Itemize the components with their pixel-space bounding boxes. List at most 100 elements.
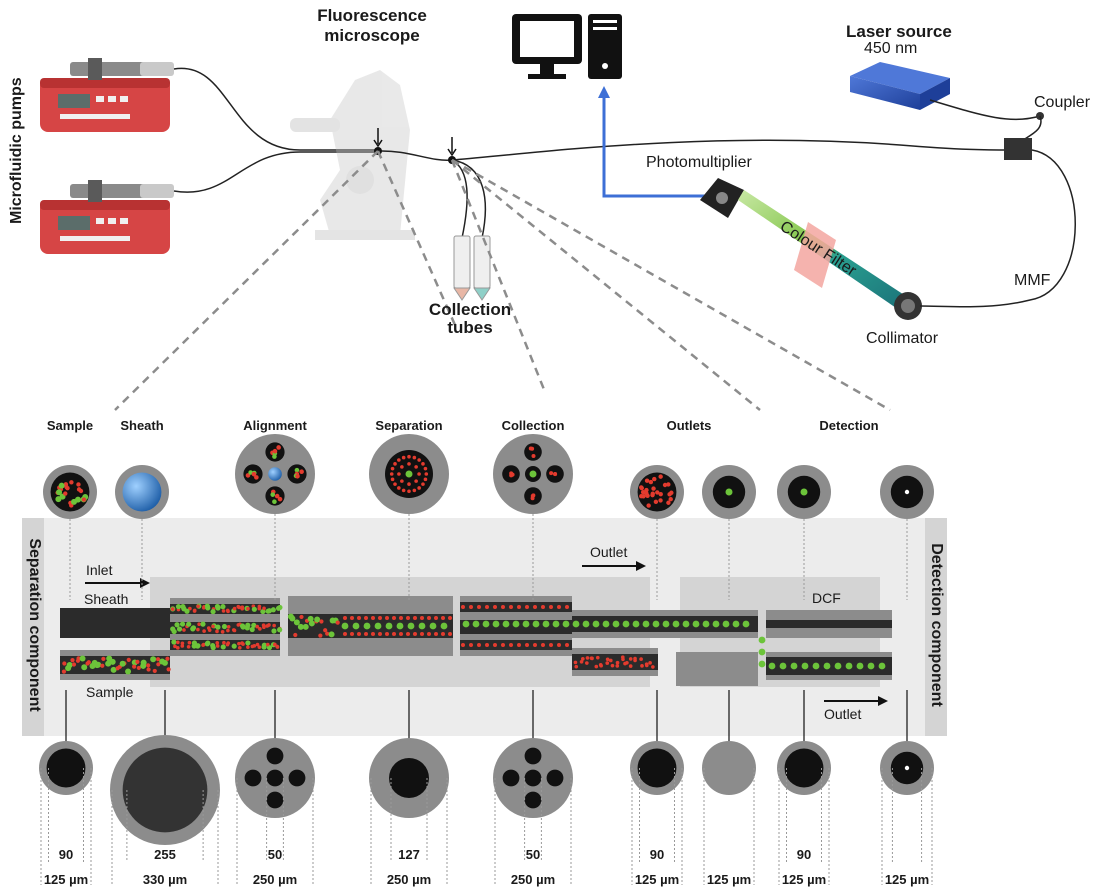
red-particle <box>350 616 354 620</box>
particle <box>226 624 231 629</box>
green-particle <box>834 662 842 670</box>
green-particle <box>542 620 550 628</box>
particle <box>237 641 241 646</box>
green-particle <box>682 620 690 628</box>
particle <box>226 628 230 633</box>
mmf-fiber <box>919 149 1076 308</box>
particle <box>221 609 226 613</box>
particle <box>176 626 183 632</box>
particle <box>89 662 96 669</box>
particle <box>220 604 226 610</box>
particle <box>585 661 589 665</box>
particle <box>628 657 633 661</box>
dimension-guide-1 <box>111 790 219 885</box>
section-outlets: Outlets <box>666 418 712 433</box>
green-particle <box>632 620 640 628</box>
particle <box>126 657 131 662</box>
pump-tubing-bottom <box>173 151 378 193</box>
red-particle <box>427 616 431 620</box>
particle <box>648 660 652 665</box>
red-particle <box>399 616 403 620</box>
particle <box>249 626 255 633</box>
particle <box>628 664 633 668</box>
red-particle <box>525 605 529 609</box>
dimension-guide-3 <box>370 778 448 885</box>
particle <box>231 643 237 649</box>
particle <box>275 645 280 649</box>
cross-section-top-1 <box>115 465 169 519</box>
particle <box>605 657 610 662</box>
cross-section-top-3 <box>369 434 449 514</box>
particle <box>175 603 182 610</box>
dimension-core-4: 50 <box>525 847 541 862</box>
collimator-label: Collimator <box>866 330 939 347</box>
particle <box>245 640 251 646</box>
particle <box>307 615 314 622</box>
particle <box>207 628 212 632</box>
red-particle <box>509 605 513 609</box>
red-particle <box>565 643 569 647</box>
particle <box>260 608 266 615</box>
colour-filter <box>794 222 836 288</box>
particle <box>156 662 161 667</box>
particle <box>270 607 276 613</box>
section-sample: Sample <box>46 418 94 433</box>
red-particle <box>541 605 545 609</box>
particle <box>239 623 246 629</box>
connector-lines <box>69 514 908 600</box>
red-particle <box>371 616 375 620</box>
green-particle <box>801 662 809 670</box>
particle <box>110 666 117 673</box>
green-particle <box>622 620 630 628</box>
particle <box>171 628 177 635</box>
red-particle <box>501 605 505 609</box>
particle <box>190 625 197 631</box>
red-particle <box>533 643 537 647</box>
particle <box>615 664 620 668</box>
particle <box>186 621 192 627</box>
dimension-guide-5 <box>631 768 683 885</box>
section-alignment: Alignment <box>243 418 307 433</box>
particle <box>266 608 272 614</box>
particle <box>215 641 220 645</box>
red-particle <box>541 643 545 647</box>
particle <box>166 667 171 672</box>
red-particle <box>461 643 465 647</box>
particle <box>246 645 250 649</box>
particle <box>328 631 335 638</box>
particle <box>152 668 157 674</box>
microscope-illustration <box>290 70 415 240</box>
red-particle <box>392 632 396 636</box>
particle <box>287 613 294 620</box>
particle <box>651 665 655 669</box>
particle <box>180 644 185 648</box>
particle <box>308 620 315 627</box>
particle <box>201 643 205 647</box>
particle <box>231 628 236 632</box>
particle <box>140 662 147 669</box>
dimension-core-3: 127 <box>398 847 420 862</box>
red-particle <box>371 632 375 636</box>
particle <box>574 664 579 669</box>
red-particle <box>378 632 382 636</box>
cross-section-bottom-7 <box>777 741 831 795</box>
particle <box>186 644 191 649</box>
red-particle <box>441 632 445 636</box>
syringe-pump-bottom <box>40 180 174 254</box>
green-particle <box>429 622 437 630</box>
dimension-outer-1: 330 µm <box>142 872 188 887</box>
particle <box>573 660 578 665</box>
dimension-outer-2: 250 µm <box>252 872 298 887</box>
particle <box>192 608 197 613</box>
sheath-fiber <box>60 608 170 638</box>
particle <box>215 605 221 611</box>
red-particle <box>364 632 368 636</box>
dimension-core-2: 50 <box>267 847 283 862</box>
particle <box>251 622 257 628</box>
red-particle <box>509 643 513 647</box>
particle <box>640 664 644 668</box>
particle <box>241 642 245 646</box>
dimension-outer-7: 125 µm <box>781 872 827 887</box>
particle <box>271 628 277 634</box>
particle <box>170 607 175 611</box>
